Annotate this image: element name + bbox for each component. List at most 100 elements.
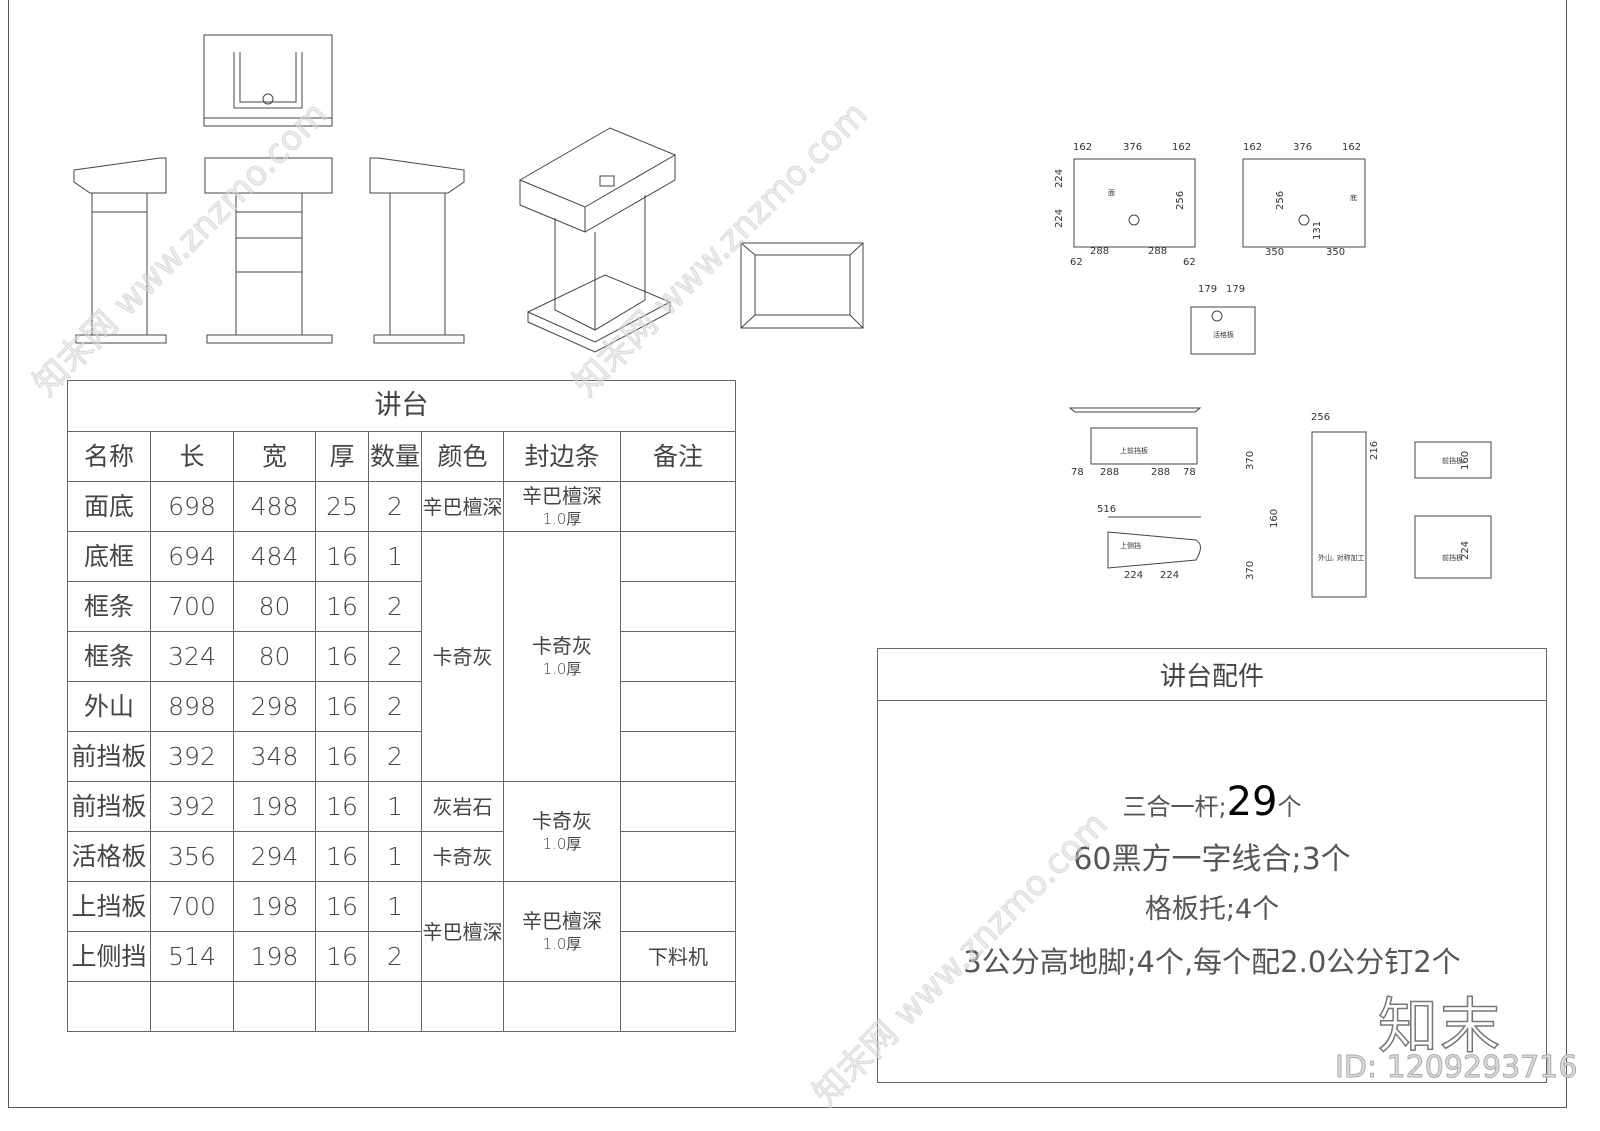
- cell: 16: [315, 531, 369, 582]
- cell: 698: [150, 481, 234, 532]
- watermark-logo: 知末: [1377, 991, 1502, 1063]
- side-panel-drawing: 256 370 160 370 216 外山, 对称加工: [1245, 412, 1380, 598]
- svg-text:上侧挡: 上侧挡: [1120, 541, 1141, 550]
- cell: 2: [368, 681, 422, 732]
- svg-text:288: 288: [1148, 246, 1167, 257]
- svg-text:224: 224: [1054, 209, 1065, 228]
- svg-text:370: 370: [1245, 561, 1256, 580]
- cell: 前挡板: [67, 781, 151, 832]
- edge-color: 辛巴檀深: [522, 909, 602, 934]
- cell: 前挡板: [67, 731, 151, 782]
- cell: 294: [233, 831, 316, 882]
- cell: 2: [368, 581, 422, 632]
- side-view-right: [369, 157, 465, 344]
- cell: 卡奇灰: [421, 531, 504, 782]
- accessory-count: 29: [1226, 779, 1278, 825]
- cell: 2: [368, 481, 422, 532]
- edge-color: 卡奇灰: [532, 634, 592, 659]
- cell: 2: [368, 731, 422, 782]
- svg-text:288: 288: [1100, 467, 1119, 478]
- cell: 694: [150, 531, 234, 582]
- svg-text:底: 底: [1350, 193, 1357, 202]
- cell: 面底: [67, 481, 151, 532]
- cell: [620, 881, 736, 932]
- edge-thickness: 1.0厚: [542, 510, 582, 529]
- cell: [620, 781, 736, 832]
- svg-text:78: 78: [1183, 467, 1196, 478]
- table-header: 名称 长 宽 厚 数量 颜色 封边条 备注: [67, 431, 736, 482]
- cell: 1: [368, 781, 422, 832]
- table-title: 讲台: [67, 380, 736, 432]
- cell: 514: [150, 931, 234, 982]
- cell: 灰岩石: [421, 781, 504, 832]
- cell: [620, 631, 736, 682]
- svg-text:外山, 对称加工: 外山, 对称加工: [1318, 553, 1364, 562]
- cell: 2: [368, 631, 422, 682]
- header-width: 宽: [233, 431, 316, 482]
- cell: 16: [315, 631, 369, 682]
- svg-text:288: 288: [1151, 467, 1170, 478]
- header-color: 颜色: [421, 431, 504, 482]
- cell: 484: [233, 531, 316, 582]
- cell: 辛巴檀深: [421, 481, 504, 532]
- svg-text:288: 288: [1090, 246, 1109, 257]
- cell: 348: [233, 731, 316, 782]
- svg-text:162: 162: [1172, 142, 1191, 153]
- cell: [620, 531, 736, 582]
- cell: 16: [315, 781, 369, 832]
- edge-thickness: 1.0厚: [542, 660, 582, 679]
- cell: 356: [150, 831, 234, 882]
- svg-text:78: 78: [1071, 467, 1084, 478]
- svg-text:350: 350: [1265, 247, 1284, 258]
- svg-text:131: 131: [1312, 221, 1323, 240]
- cell: 324: [150, 631, 234, 682]
- watermark-id: ID: 1209293716: [1334, 1050, 1578, 1086]
- side-view-left: [73, 157, 167, 344]
- cell: 16: [315, 831, 369, 882]
- svg-text:179: 179: [1226, 284, 1245, 295]
- svg-text:224: 224: [1460, 541, 1471, 560]
- shelf-drawing: 179 179 活格板: [1190, 284, 1256, 355]
- edge-color: 辛巴檀深: [522, 484, 602, 509]
- svg-text:256: 256: [1175, 191, 1186, 210]
- cell: 外山: [67, 681, 151, 732]
- table-row-empty: [67, 981, 736, 1032]
- svg-text:376: 376: [1293, 142, 1312, 153]
- accessories-panel: 讲台配件 三合一杆;29个 60黑方一字线合;3个 格板托;4个 3公分高地脚;…: [877, 648, 1547, 1083]
- upper-side-board-drawing: 516 224 224 上侧挡: [1097, 504, 1201, 581]
- cell: 700: [150, 581, 234, 632]
- cell: 底框: [67, 531, 151, 582]
- svg-text:前挡板: 前挡板: [1442, 553, 1463, 562]
- cell: 1: [368, 831, 422, 882]
- svg-text:160: 160: [1460, 451, 1471, 470]
- cell: 198: [233, 881, 316, 932]
- header-edge: 封边条: [503, 431, 621, 482]
- cell: 16: [315, 731, 369, 782]
- cell: 1: [368, 881, 422, 932]
- cell: [620, 831, 736, 882]
- cell: 198: [233, 781, 316, 832]
- cell: [620, 581, 736, 632]
- svg-text:376: 376: [1123, 142, 1142, 153]
- svg-text:前挡板: 前挡板: [1442, 456, 1463, 465]
- header-name: 名称: [67, 431, 151, 482]
- cell: 辛巴檀深: [421, 881, 504, 982]
- cell: 392: [150, 781, 234, 832]
- cell: 16: [315, 931, 369, 982]
- upper-front-board-drawing: 78 288 288 78 上前挡板: [1068, 407, 1202, 478]
- drawing-frame: [8, 0, 1567, 1108]
- svg-text:面: 面: [1108, 189, 1115, 197]
- cell: 框条: [67, 581, 151, 632]
- top-view: [203, 34, 333, 127]
